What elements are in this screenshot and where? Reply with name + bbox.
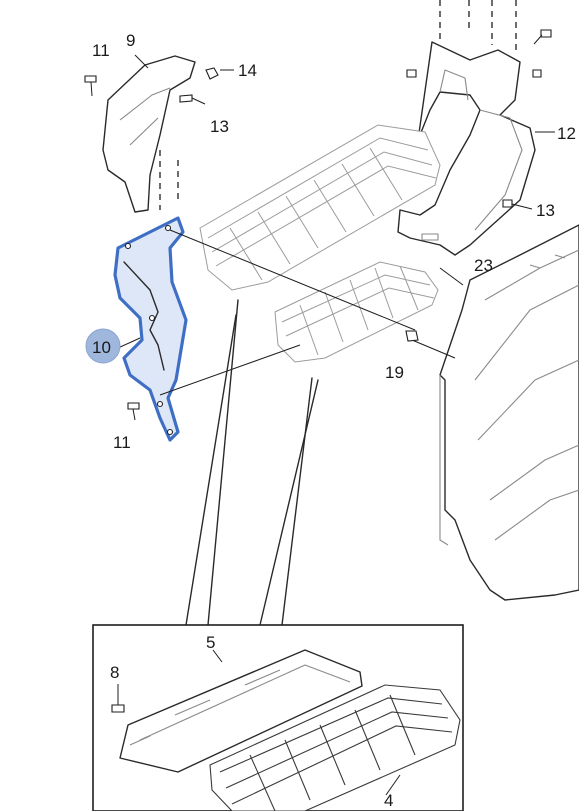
projection-line-left-2 (185, 314, 237, 626)
projection-line-left (207, 299, 239, 626)
callout-10: 10 (92, 338, 111, 357)
leader-bracket-to-nut (169, 229, 416, 331)
bolt-11-bottom (127, 402, 140, 421)
leader-10 (117, 337, 141, 349)
leader-nut-19 (411, 339, 456, 359)
screw-23 (439, 267, 464, 286)
callout-5: 5 (206, 633, 215, 652)
callout-13-left: 13 (210, 117, 229, 136)
leader-top-right (533, 34, 543, 45)
callout-11-top: 11 (92, 41, 110, 60)
leader-5 (212, 649, 223, 663)
step-grate-4 (209, 684, 461, 811)
callout-11-bottom: 11 (113, 433, 131, 452)
upper-step-grate (199, 124, 441, 291)
bracket-10-highlighted (113, 216, 188, 442)
leader-bracket-to-step (159, 344, 301, 396)
callout-14: 14 (238, 61, 257, 80)
callout-10-badge (85, 328, 121, 364)
bolt-13-left (179, 94, 206, 105)
bracket-12 (397, 0, 536, 256)
leader-9 (134, 54, 149, 69)
lower-step-grate (274, 261, 439, 363)
bracket-9 (102, 55, 196, 213)
side-panel (439, 224, 579, 601)
nut-19 (405, 330, 419, 342)
callout-4: 4 (384, 791, 393, 810)
nut-14 (205, 67, 219, 80)
projection-line-right-2 (259, 379, 319, 626)
leader-13-right (511, 203, 533, 210)
callout-19: 19 (385, 363, 404, 382)
leader-4 (385, 774, 401, 796)
callout-9: 9 (126, 31, 135, 50)
callout-13-right: 13 (536, 201, 555, 220)
step-plate-5 (119, 649, 363, 773)
bolt-top-right (406, 29, 552, 78)
callout-12: 12 (557, 124, 576, 143)
bolt-11-top (84, 75, 97, 97)
bolt-13-right (502, 199, 513, 208)
bolt-8 (111, 684, 125, 713)
callout-23: 23 (474, 256, 493, 275)
callout-8: 8 (110, 663, 119, 682)
projection-line-right (281, 377, 313, 626)
